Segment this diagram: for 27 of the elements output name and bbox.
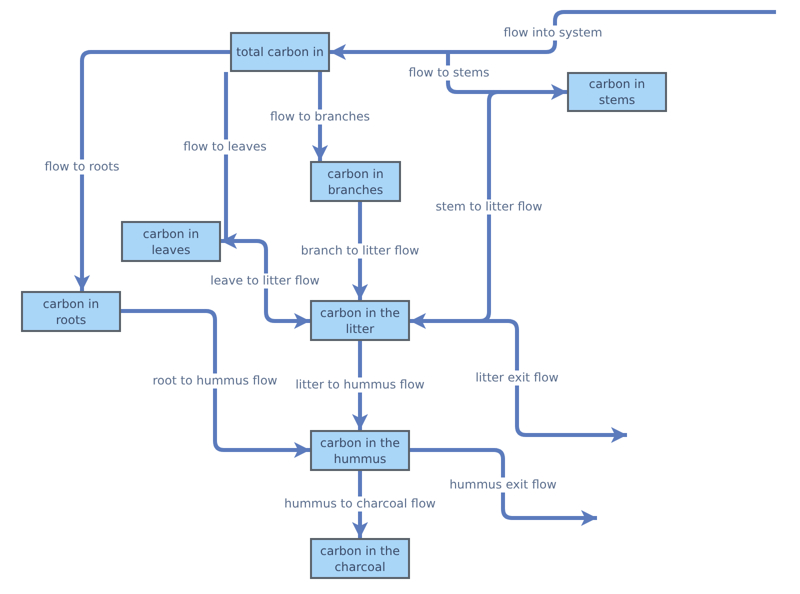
edge-label: branch to litter flow: [298, 244, 422, 258]
stock-box: carbon in branches: [310, 161, 401, 202]
flow-arrow: [312, 72, 328, 161]
stock-box: carbon in the charcoal: [310, 538, 410, 579]
flow-arrow: [352, 202, 368, 300]
flow-arrow: [74, 50, 230, 291]
edge-label: flow to roots: [42, 160, 122, 174]
flow-arrow: [410, 448, 597, 526]
edge-label: flow to stems: [406, 66, 492, 80]
edge-label: flow to leaves: [181, 140, 269, 154]
stock-box: carbon in roots: [21, 291, 121, 332]
stock-box: carbon in the hummus: [310, 430, 410, 471]
stock-box: carbon in the litter: [310, 300, 410, 341]
stock-box: carbon in leaves: [121, 221, 221, 262]
flow-arrow: [121, 309, 310, 458]
flow-arrow: [330, 10, 776, 60]
edge-label: flow into system: [502, 26, 604, 40]
edge-label: flow to branches: [268, 110, 372, 124]
flow-arrow: [221, 72, 237, 249]
edge-label: stem to litter flow: [434, 200, 544, 214]
flow-arrow: [352, 341, 368, 430]
flow-arrow: [410, 319, 627, 443]
edge-label: root to hummus flow: [150, 374, 280, 388]
stock-box: total carbon in: [230, 32, 330, 72]
flow-arrow: [221, 239, 310, 329]
edge-label: hummus to charcoal flow: [282, 496, 438, 512]
stock-box: carbon in stems: [567, 72, 667, 112]
